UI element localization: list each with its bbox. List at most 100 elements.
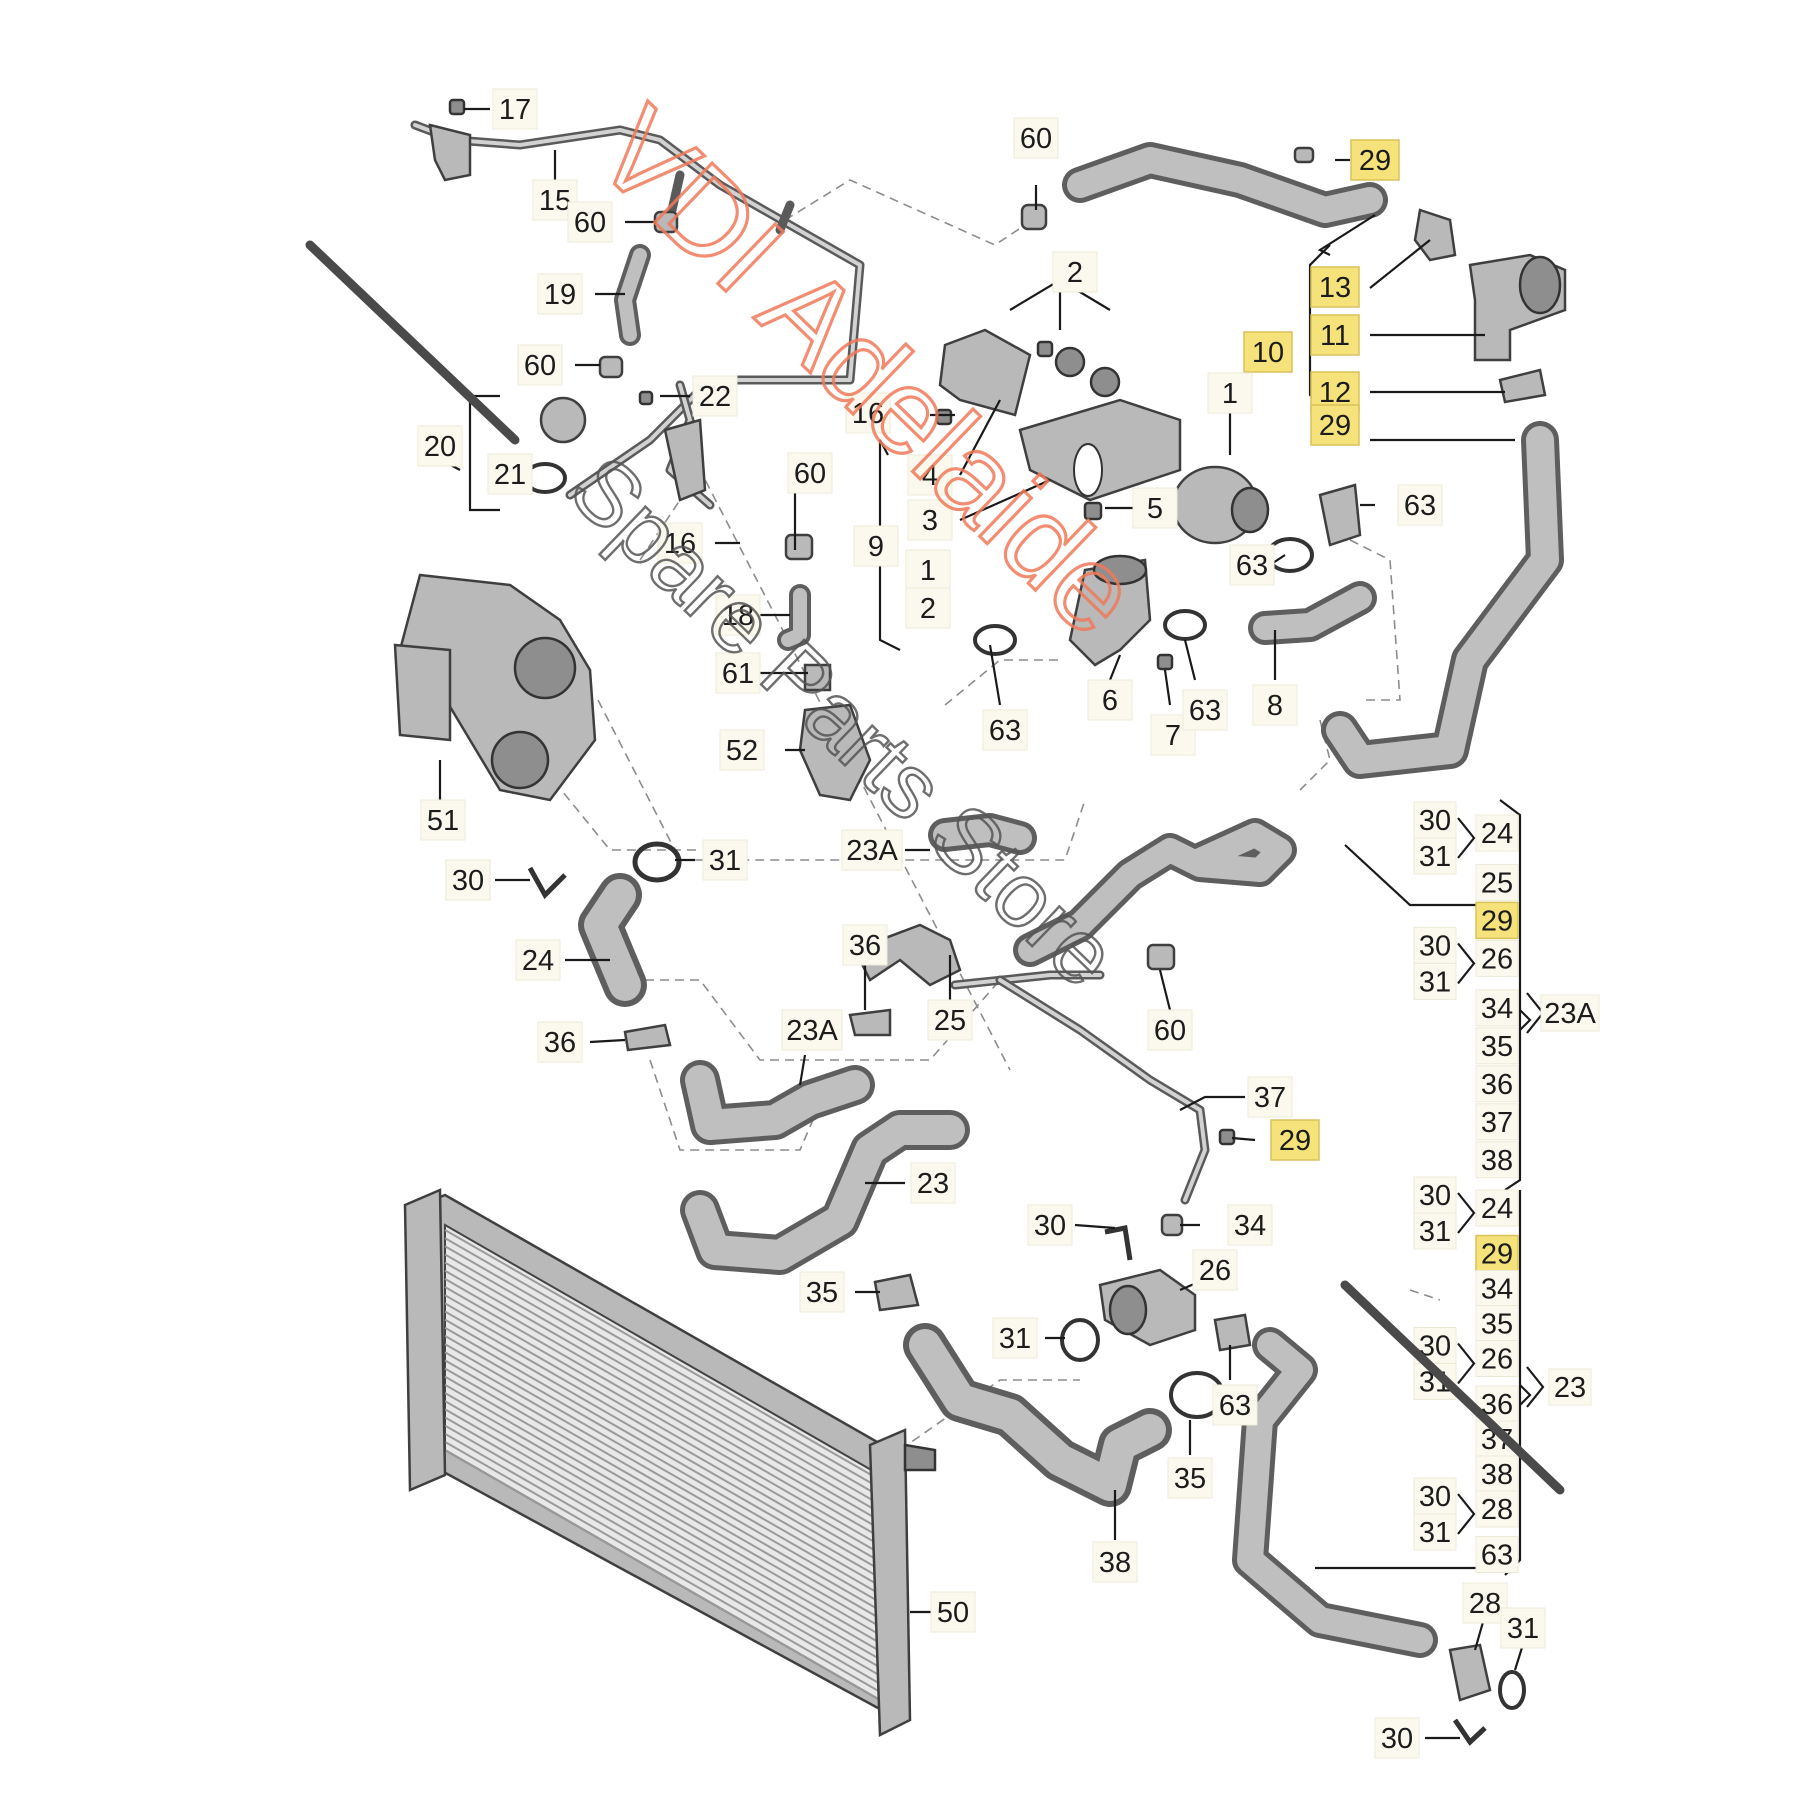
label-number: 35: [1174, 1463, 1206, 1495]
label-number: 30: [1419, 1481, 1451, 1513]
label-number: 38: [1481, 1145, 1513, 1177]
label-number: 28: [1469, 1588, 1501, 1620]
part-label-16: 16: [845, 392, 891, 434]
label-number: 31: [1419, 1517, 1451, 1549]
label-box: [692, 375, 738, 417]
label-number: 30: [1034, 1210, 1066, 1242]
label-box: [492, 88, 538, 130]
part-label-9: 9: [853, 525, 899, 567]
label-number: 38: [1099, 1547, 1131, 1579]
part-label-8: 8: [1252, 684, 1298, 726]
part-label-50: 50: [930, 1591, 976, 1633]
legend-label-31: 31: [1413, 1212, 1457, 1250]
label-box: [715, 594, 761, 636]
label-box: [1013, 117, 1059, 159]
label-box: [1475, 1065, 1519, 1103]
label-number: 18: [722, 600, 754, 632]
legend-label-24: 24: [1475, 814, 1519, 852]
part-label-22: 22: [692, 375, 738, 417]
part-label-61: 61: [715, 652, 761, 694]
label-number: 8: [1267, 690, 1283, 722]
label-box: [907, 454, 953, 496]
legend-label-34: 34: [1475, 989, 1519, 1027]
legend-label-28: 28: [1475, 1490, 1519, 1528]
part-label-51: 51: [420, 799, 466, 841]
part-label-31: 31: [702, 839, 748, 881]
part-label-23A: 23A: [781, 1009, 843, 1051]
label-box: [1243, 331, 1293, 373]
label-number: 61: [722, 658, 754, 690]
label-number: 34: [1481, 1274, 1513, 1306]
part-label-3: 3: [907, 499, 953, 541]
label-number: 29: [1359, 145, 1391, 177]
part-label-52: 52: [719, 729, 765, 771]
label-number: 16: [664, 528, 696, 560]
label-number: 5: [1147, 493, 1163, 525]
part-label-21: 21: [487, 453, 533, 495]
label-box: [1052, 251, 1098, 293]
part-label-20: 20: [417, 425, 463, 467]
label-box: [1087, 679, 1133, 721]
legend-chevron: [1457, 1192, 1476, 1234]
label-number: 34: [1481, 993, 1513, 1025]
legend-label-34: 34: [1475, 1270, 1519, 1307]
label-box: [1310, 314, 1360, 356]
part-label-25: 25: [927, 999, 973, 1041]
label-box: [1540, 994, 1600, 1032]
label-number: 9: [868, 531, 884, 563]
label-box: [1413, 1212, 1457, 1250]
part-label-2: 2: [905, 587, 951, 629]
label-box: [1227, 1204, 1273, 1246]
part-label-60: 60: [517, 344, 563, 386]
part-label-26: 26: [1192, 1249, 1238, 1291]
label-box: [905, 587, 951, 629]
label-number: 29: [1481, 905, 1513, 937]
label-number: 16: [852, 398, 884, 430]
label-number: 23: [917, 1168, 949, 1200]
label-number: 60: [524, 350, 556, 382]
label-number: 63: [1404, 490, 1436, 522]
label-number: 37: [1481, 1107, 1513, 1139]
part-label-38: 38: [1092, 1541, 1138, 1583]
label-box: [715, 652, 761, 694]
label-number: 30: [1419, 805, 1451, 837]
part-label-60: 60: [1013, 117, 1059, 159]
label-number: 22: [699, 381, 731, 413]
label-box: [1475, 1027, 1519, 1065]
part-label-30: 30: [1027, 1204, 1073, 1246]
label-number: 13: [1319, 272, 1351, 304]
label-box: [1132, 487, 1178, 529]
part-label-63: 63: [1397, 484, 1443, 526]
part-label-29: 29: [1350, 139, 1400, 181]
label-box: [930, 1591, 976, 1633]
legend-label-25: 25: [1475, 863, 1519, 901]
label-number: 29: [1481, 1239, 1513, 1271]
label-number: 1: [920, 555, 936, 587]
label-number: 51: [427, 805, 459, 837]
label-box: [420, 799, 466, 841]
label-number: 50: [937, 1597, 969, 1629]
label-box: [1413, 1176, 1457, 1214]
label-box: [1310, 266, 1360, 308]
label-box: [1397, 484, 1443, 526]
label-number: 2: [1067, 257, 1083, 289]
label-box: [1252, 684, 1298, 726]
part-label-63: 63: [1229, 544, 1275, 586]
label-box: [1475, 1141, 1519, 1179]
part-label-11: 11: [1310, 314, 1360, 356]
label-box: [1475, 1103, 1519, 1141]
label-number: 24: [522, 945, 554, 977]
label-box: [1475, 814, 1519, 852]
label-number: 63: [989, 715, 1021, 747]
label-box: [927, 999, 973, 1041]
label-box: [982, 709, 1028, 751]
label-number: 30: [1381, 1723, 1413, 1755]
label-box: [905, 549, 951, 591]
label-number: 26: [1199, 1255, 1231, 1287]
label-number: 12: [1319, 377, 1351, 409]
label-number: 31: [709, 845, 741, 877]
label-box: [1092, 1541, 1138, 1583]
label-number: 17: [499, 94, 531, 126]
label-box: [567, 201, 613, 243]
